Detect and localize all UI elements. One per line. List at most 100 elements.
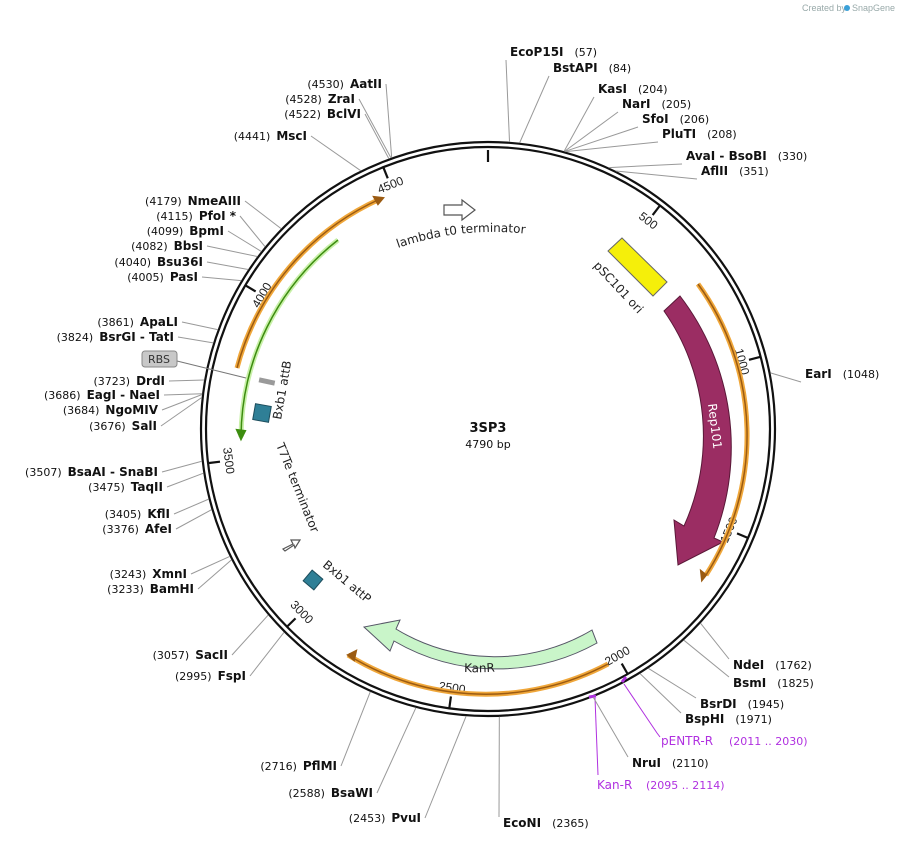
restriction-site[interactable]: SfoI (206) xyxy=(564,112,710,152)
kanr-arrow[interactable] xyxy=(362,619,598,670)
site-position: (3861) xyxy=(97,316,134,329)
bxb1-attb-feature[interactable] xyxy=(252,403,272,423)
restriction-site[interactable]: NarI(205) xyxy=(564,97,692,152)
rbs-label: RBS xyxy=(148,353,170,366)
site-name: SacII xyxy=(195,648,228,662)
restriction-site[interactable]: ApaLI(3861) xyxy=(97,315,218,331)
restriction-site[interactable]: DrdI(3723) xyxy=(93,374,205,388)
restriction-site[interactable]: BsrDI(1945) xyxy=(648,667,784,711)
restriction-site[interactable]: BspHI(1971) xyxy=(639,673,772,726)
restriction-site[interactable]: BsrGI - TatI(3824) xyxy=(57,330,214,344)
restriction-site[interactable]: PasI(4005) xyxy=(127,270,242,284)
backbone-inner-ring xyxy=(204,145,772,713)
restriction-site[interactable]: AfeI(3376) xyxy=(102,509,212,536)
site-name: EcoNI xyxy=(503,816,541,830)
restriction-site[interactable]: NgoMIV(3684) xyxy=(63,394,203,417)
site-name: NarI xyxy=(622,97,651,111)
site-position: (3676) xyxy=(89,420,126,433)
restriction-site[interactable]: BsaWI(2588) xyxy=(288,707,417,800)
tick-mark xyxy=(620,663,629,675)
site-position: (3723) xyxy=(93,375,130,388)
restriction-site[interactable]: BpmI(4099) xyxy=(147,224,262,252)
restriction-site[interactable]: BclVI(4522) xyxy=(284,107,390,159)
site-position: (3376) xyxy=(102,523,139,536)
site-name: PflMI xyxy=(303,759,337,773)
site-leader xyxy=(340,691,371,767)
restriction-site[interactable]: EcoNI(2365) xyxy=(498,716,589,830)
restriction-site[interactable]: BamHI(3233) xyxy=(107,559,232,596)
site-name: BclVI xyxy=(327,107,361,121)
site-leader xyxy=(197,559,232,590)
site-leader xyxy=(175,509,212,530)
restriction-site[interactable]: BstAPI(84) xyxy=(519,61,632,143)
tick-mark xyxy=(736,532,749,539)
orf-bottom-arrowhead xyxy=(346,649,358,662)
restriction-site[interactable]: NruI(2110) xyxy=(592,696,709,770)
site-position: (2716) xyxy=(260,760,297,773)
rep101-arrow[interactable] xyxy=(663,295,732,566)
orf-left-arrowhead xyxy=(372,195,385,206)
restriction-site[interactable]: PflMI (2716) xyxy=(260,691,371,773)
orf-left xyxy=(236,198,381,369)
restriction-site[interactable]: ZraI(4528) xyxy=(285,92,392,159)
site-position: (3057) xyxy=(153,649,190,662)
restriction-site[interactable]: AflII(351) xyxy=(615,164,769,180)
site-name: XmnI xyxy=(152,567,187,581)
restriction-site[interactable]: PluTI(208) xyxy=(565,127,737,153)
site-leader xyxy=(168,379,205,382)
t7te-terminator-arrow[interactable] xyxy=(281,539,302,552)
restriction-site[interactable]: BbsI(4082) xyxy=(131,239,258,258)
site-name: Bsu36I xyxy=(157,255,203,269)
site-position: (4099) xyxy=(147,225,184,238)
rbs-feature[interactable] xyxy=(258,377,276,386)
site-leader xyxy=(358,98,392,159)
site-position: (206) xyxy=(680,113,710,126)
restriction-site[interactable]: AatII(4530) xyxy=(307,77,393,158)
bxb1-attp-feature[interactable] xyxy=(302,569,324,591)
site-position: (4082) xyxy=(131,240,168,253)
site-name: ZraI xyxy=(328,92,355,106)
site-leader xyxy=(181,321,218,331)
restriction-site[interactable]: NdeI(1762) xyxy=(700,622,812,672)
restriction-site[interactable]: BsaAI - SnaBI(3507) xyxy=(25,460,202,479)
restriction-site[interactable]: Bsu36I(4040) xyxy=(114,255,249,270)
lambda-terminator-arrow[interactable] xyxy=(443,198,476,222)
site-position: (204) xyxy=(638,83,668,96)
restriction-site[interactable]: PvuI(2453) xyxy=(349,715,467,825)
t7te-terminator-label: T7Te terminator xyxy=(273,440,322,535)
primer-kan-r-mark xyxy=(588,694,597,699)
restriction-site[interactable]: BsmI(1825) xyxy=(683,639,814,690)
site-name: EcoP15I xyxy=(510,45,564,59)
lambda-terminator-label: lambda t0 terminator xyxy=(394,221,526,251)
site-position: (3233) xyxy=(107,583,144,596)
site-leader xyxy=(608,163,683,169)
credit-brand: SnapGene xyxy=(852,3,895,13)
site-name: AvaI - BsoBI xyxy=(686,149,767,163)
restriction-site[interactable]: FspI(2995) xyxy=(175,632,285,683)
site-name: BsmI xyxy=(733,676,766,690)
site-leader xyxy=(565,141,659,153)
restriction-site[interactable]: EcoP15I (57) xyxy=(505,45,598,142)
restriction-site[interactable]: EarI(1048) xyxy=(770,367,879,383)
site-name: PfoI * xyxy=(199,209,237,223)
site-position: (4441) xyxy=(234,130,271,143)
restriction-site[interactable]: MscI(4441) xyxy=(234,129,361,172)
site-name: SfoI xyxy=(642,112,669,126)
psc101-ori-feature[interactable] xyxy=(607,237,668,297)
restriction-site[interactable]: SalI(3676) xyxy=(89,397,203,433)
credit-text: Created by xyxy=(802,3,847,13)
restriction-site[interactable]: AvaI - BsoBI(330) xyxy=(608,149,808,169)
restriction-site[interactable]: SacII (3057) xyxy=(153,614,269,662)
site-leader xyxy=(700,622,730,660)
restriction-site[interactable]: XmnI(3243) xyxy=(110,556,230,581)
restriction-site[interactable]: EagI - NaeI(3686) xyxy=(44,388,203,402)
site-position: (57) xyxy=(575,46,598,59)
restriction-site[interactable]: KflI(3405) xyxy=(105,498,209,521)
restriction-site[interactable]: NmeAIII(4179) xyxy=(145,194,282,230)
backbone xyxy=(199,140,777,718)
restriction-site[interactable]: KasI(204) xyxy=(563,82,668,152)
site-leader xyxy=(161,460,202,473)
restriction-site[interactable]: PfoI *(4115) xyxy=(156,209,266,248)
site-name: BsrDI xyxy=(700,697,737,711)
restriction-site[interactable]: TaqII(3475) xyxy=(88,472,204,494)
